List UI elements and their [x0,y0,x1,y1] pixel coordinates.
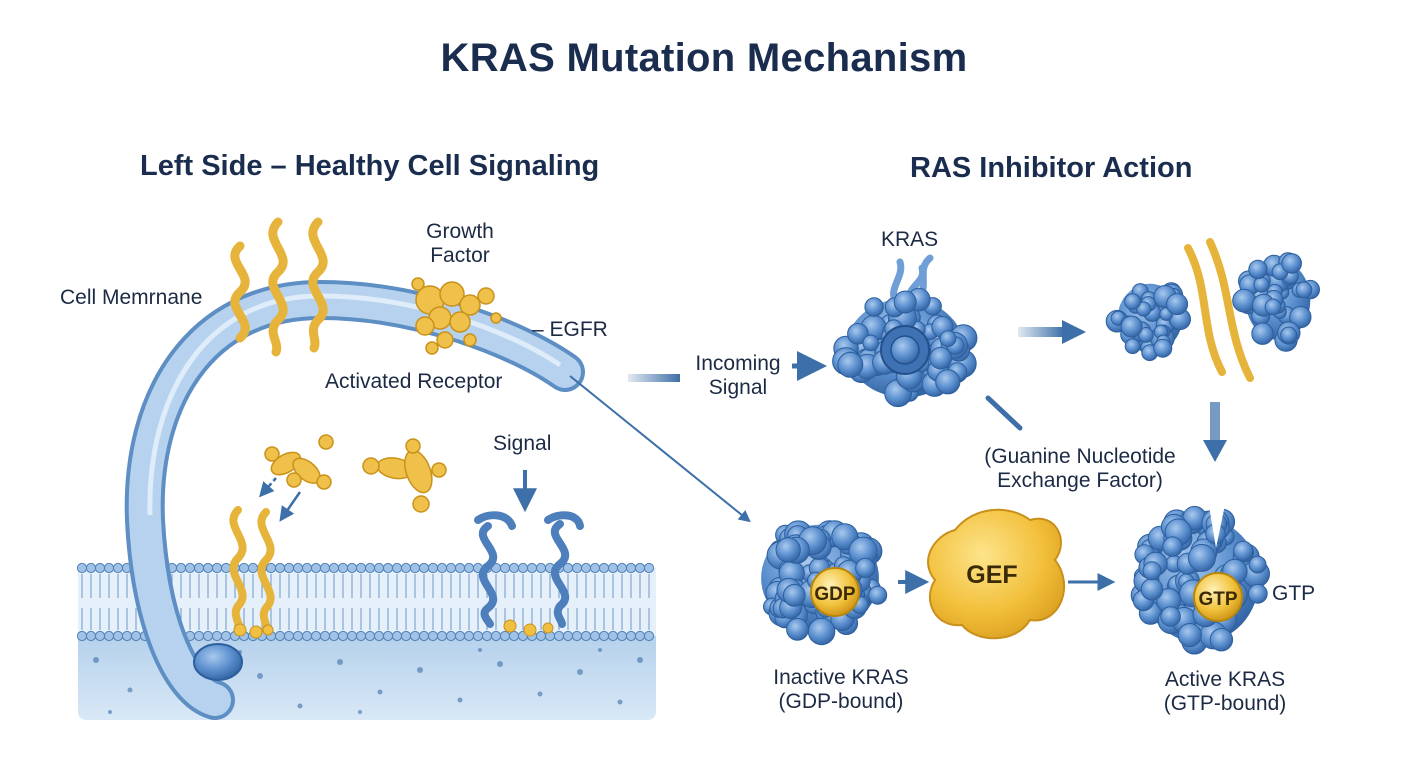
left-panel-heading: Left Side – Healthy Cell Signaling [140,150,600,182]
inactive-kras-label: Inactive KRAS (GDP-bound) [773,666,909,713]
gtp-inner-label: GTP [1198,589,1237,610]
gdp-label: GDP [814,584,856,605]
activation-arrow-top [1018,320,1086,344]
growth-factor-label: Growth Factor [426,220,494,267]
ligand-molecules [264,434,447,513]
gtp-ligand: GTP [1193,572,1243,622]
incoming-signal-arrows [628,351,827,382]
gdp-ligand: GDP [810,567,860,617]
gtp-outer-label: GTP [1272,582,1316,605]
ligand-arrows [259,477,302,522]
active-kras-label: Active KRAS (GTP-bound) [1163,668,1287,715]
kras-protein [832,254,978,408]
growth-factor-receptors [230,217,328,357]
growth-factor-cluster [411,277,502,355]
cell-membrane-label: Cell Memrnane [60,286,203,309]
activated-receptor-label: Activated Receptor [325,370,503,393]
egfr-label: – EGFR [532,318,608,341]
gef-protein [927,508,1065,640]
signal-path-arrow [569,375,751,523]
signal-label: Signal [493,432,552,455]
kras-sos-complex [1105,238,1321,382]
gef-description-label: (Guanine Nucleotide Exchange Factor) [984,445,1176,492]
page-title: KRAS Mutation Mechanism [440,36,968,80]
incoming-signal-label: Incoming Signal [695,352,781,399]
gef-label: GEF [966,561,1017,589]
active-kras-protein [1130,500,1270,655]
kras-label: KRAS [881,228,939,251]
transmembrane-receptor-blue [474,511,584,628]
gef-text-holder: GEF [966,561,1017,589]
transmembrane-receptor-gold [229,506,275,634]
gef-connector [985,395,1023,431]
right-panel-heading: RAS Inhibitor Action [910,152,1193,184]
activation-arrow-down [1203,402,1227,462]
